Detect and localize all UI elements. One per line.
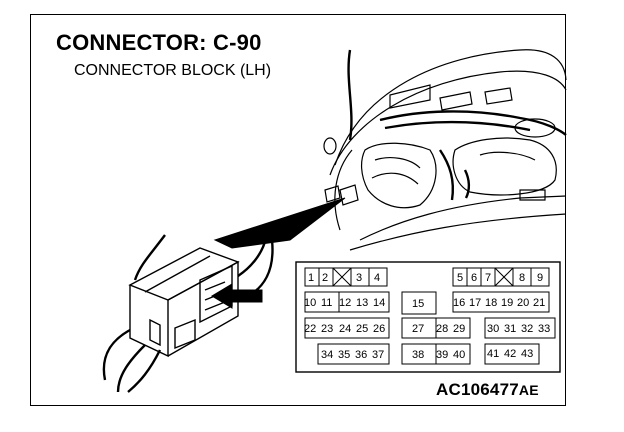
pin-label: 18 [485,297,497,309]
pin-label: 8 [519,272,525,284]
pin-label: 22 [304,323,316,335]
pin-label: 40 [453,349,465,361]
pin-label: 2 [322,272,328,284]
pin-label: 14 [373,297,385,309]
pin-label: 5 [457,272,463,284]
connector-arrow [211,283,263,309]
middle-pin-labels: 15 27 28 29 38 39 40 [412,298,465,361]
figure-code-number: AC106477 [436,380,519,399]
pin-label: 33 [538,323,550,335]
pin-label: 7 [485,272,491,284]
pin-label: 26 [373,323,385,335]
pin-label: 24 [339,323,351,335]
pin-label: 39 [436,349,448,361]
pin-label: 42 [504,348,516,360]
pin-label: 31 [504,323,516,335]
pin-label: 10 [304,297,316,309]
harness-wires [347,49,567,201]
pin-label: 9 [537,272,543,284]
pin-label: 25 [356,323,368,335]
pin-label: 27 [412,323,424,335]
pin-label: 15 [412,298,424,310]
connector-subtitle: CONNECTOR BLOCK (LH) [74,62,272,79]
pin-label: 4 [374,272,380,284]
pin-label: 43 [521,348,533,360]
right-pin-block [452,267,556,365]
pin-label: 35 [338,349,350,361]
pin-label: 12 [339,297,351,309]
pin-label: 34 [321,349,333,361]
pin-label: 17 [469,297,481,309]
pin-label: 13 [356,297,368,309]
pin-label: 16 [453,297,465,309]
pin-label: 20 [517,297,529,309]
pin-label: 38 [412,349,424,361]
pin-label: 30 [487,323,499,335]
left-pin-labels: 1 2 3 4 10 11 12 13 14 22 23 24 25 26 34… [304,272,385,361]
pin-label: 23 [321,323,333,335]
middle-pin-block [401,291,471,365]
pin-label: 32 [521,323,533,335]
figure-code-suffix: AE [518,382,539,398]
pin-label: 11 [321,297,332,309]
pin-label: 19 [501,297,513,309]
pin-label: 29 [453,323,465,335]
pin-label: 41 [487,348,499,360]
pin-label: 36 [355,349,367,361]
pin-label: 6 [471,272,477,284]
right-pin-labels: 5 6 7 8 9 16 17 18 19 20 21 30 31 32 33 … [453,272,550,360]
pin-label: 21 [533,297,545,309]
pin-label: 28 [436,323,448,335]
dashboard-drawing [323,49,567,251]
pin-label: 3 [356,272,362,284]
left-pin-block [304,267,390,365]
pin-label: 37 [372,349,384,361]
pin-label: 1 [308,272,314,284]
location-pointer [213,197,346,249]
figure-code: AC106477AE [436,380,539,400]
connector-title: CONNECTOR: C-90 [56,30,262,55]
